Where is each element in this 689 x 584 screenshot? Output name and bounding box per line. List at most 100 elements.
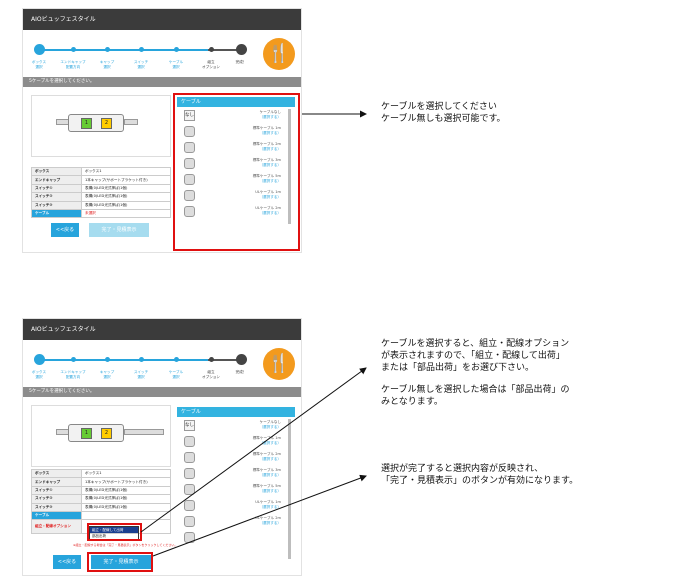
spec-key-assembly: 組立・配線オプション xyxy=(31,519,82,535)
cable-icon xyxy=(184,436,195,447)
cable-option-label: ケーブルなし（選択する） xyxy=(259,420,281,429)
app-titlebar: AIOビュッフェスタイル xyxy=(23,9,301,30)
annotation-text: みとなります。 xyxy=(381,397,443,407)
step-label-switch[interactable]: スイッチ 選択 xyxy=(133,60,149,69)
cable-option-name: 標準ケーブル 5m xyxy=(252,174,281,178)
step-label-cap[interactable]: キャップ 選択 xyxy=(99,60,115,69)
cable-option-name: 標準ケーブル 2m xyxy=(252,142,281,146)
select-link[interactable]: （選択する） xyxy=(259,488,281,493)
select-link[interactable]: （選択する） xyxy=(259,456,281,461)
assembly-note: ※組立・配線する場合は「完了・見積表示」ボタンをクリックしてください。 xyxy=(73,543,178,547)
step-label-endcap[interactable]: エンドキャップ 配置方向 xyxy=(60,60,86,69)
cable-list-scrollbar[interactable] xyxy=(288,109,291,224)
back-button[interactable]: <<戻る xyxy=(53,555,81,569)
spec-value-cable xyxy=(81,510,171,521)
no-cable-icon: なし xyxy=(184,110,195,121)
select-link[interactable]: （選択する） xyxy=(259,210,281,215)
cable-option[interactable]: 標準ケーブル 1m（選択する） xyxy=(177,123,295,139)
step-label-cap[interactable]: キャップ 選択 xyxy=(99,370,115,379)
cable-option[interactable]: 標準ケーブル 2m（選択する） xyxy=(177,449,295,465)
select-link[interactable]: （選択する） xyxy=(259,162,281,167)
progress-steps: ボックス 選択 エンドキャップ 配置方向 キャップ 選択 スイッチ 選択 ケーブ… xyxy=(23,30,301,77)
cable-option[interactable]: 標準ケーブル 5m（選択する） xyxy=(177,481,295,497)
fork-knife-logo-icon: 🍴 xyxy=(263,348,295,380)
cable-option-name: ケーブルなし xyxy=(259,420,281,424)
step-dot-cable[interactable] xyxy=(174,47,179,52)
step-dot-box[interactable] xyxy=(34,354,45,365)
cable-icon xyxy=(184,452,195,463)
step-dot-box[interactable] xyxy=(34,44,45,55)
product-preview: 1 2 xyxy=(31,95,171,157)
cable-option[interactable]: ULケーブル 1m（選択する） xyxy=(177,187,295,203)
cable-option[interactable]: ULケーブル 2m（選択する） xyxy=(177,513,295,529)
cable-option[interactable]: 標準ケーブル 5m（選択する） xyxy=(177,171,295,187)
cable-option-name: 標準ケーブル 1m xyxy=(252,436,281,440)
cable-option[interactable]: 標準ケーブル 3m（選択する） xyxy=(177,155,295,171)
app-titlebar: AIOビュッフェスタイル xyxy=(23,319,301,340)
cable-option-name: 標準ケーブル 2m xyxy=(252,452,281,456)
cable-option-name: 標準ケーブル 3m xyxy=(252,158,281,162)
annotation-2: ケーブルを選択すると、組立・配線オプション が表示されますので、「組立・配線して… xyxy=(381,338,569,408)
step-dot-endcap[interactable] xyxy=(71,357,76,362)
select-link[interactable]: （選択する） xyxy=(259,472,281,477)
step-label-cable[interactable]: ケーブル 選択 xyxy=(168,60,184,69)
assembly-option-ship-assembled[interactable]: 組立・配線して出荷 xyxy=(90,527,138,533)
step-dot-cap[interactable] xyxy=(105,47,110,52)
step-label-box[interactable]: ボックス 選択 xyxy=(31,370,47,379)
annotation-text: ケーブルを選択すると、組立・配線オプション xyxy=(381,339,570,349)
cable-panel-title: ケーブル xyxy=(177,97,295,107)
cable-icon xyxy=(184,190,195,201)
cable-option-name: ULケーブル 2m xyxy=(255,516,281,520)
step-label-switch[interactable]: スイッチ 選択 xyxy=(133,370,149,379)
progress-steps: ボックス 選択 エンドキャップ 配置方向 キャップ 選択 スイッチ 選択 ケーブ… xyxy=(23,340,301,387)
select-link[interactable]: （選択する） xyxy=(259,146,281,151)
cable-option[interactable]: なし ケーブルなし（選択する） xyxy=(177,107,295,123)
cable-attached xyxy=(124,429,164,435)
annotation-text: ケーブル無しも選択可能です。 xyxy=(381,114,506,124)
cable-option[interactable]: 標準ケーブル 3m（選択する） xyxy=(177,465,295,481)
cable-option-label: ULケーブル 1m（選択する） xyxy=(255,500,281,509)
step-dot-cable[interactable] xyxy=(174,357,179,362)
select-link[interactable]: （選択する） xyxy=(259,504,281,509)
cable-icon xyxy=(184,468,195,479)
cable-option[interactable]: なし ケーブルなし（選択する） xyxy=(177,417,295,433)
select-link[interactable]: （選択する） xyxy=(259,114,281,119)
select-link[interactable]: （選択する） xyxy=(259,520,281,525)
cable-option[interactable]: 標準ケーブル 1m（選択する） xyxy=(177,433,295,449)
select-link[interactable]: （選択する） xyxy=(259,424,281,429)
cable-list-scrollbar[interactable] xyxy=(288,419,291,559)
step-label-endcap[interactable]: エンドキャップ 配置方向 xyxy=(60,370,86,379)
finish-quote-button[interactable]: 完了・見積表示 xyxy=(91,555,151,569)
cable-option[interactable]: ULケーブル 1m（選択する） xyxy=(177,497,295,513)
cable-option-label: 標準ケーブル 2m（選択する） xyxy=(253,452,281,461)
annotation-text: ケーブル無しを選択した場合は「部品出荷」の xyxy=(381,385,570,395)
step-dot-switch[interactable] xyxy=(139,357,144,362)
cable-option-name: 標準ケーブル 1m xyxy=(252,126,281,130)
no-cable-icon: なし xyxy=(184,420,195,431)
cable-panel-title: ケーブル xyxy=(177,407,295,417)
select-link[interactable]: （選択する） xyxy=(259,178,281,183)
cable-option[interactable]: 標準ケーブル 2m（選択する） xyxy=(177,139,295,155)
cable-icon xyxy=(184,126,195,137)
step-label-cable[interactable]: ケーブル 選択 xyxy=(168,370,184,379)
progress-line-remaining xyxy=(208,49,240,51)
screen-before: AIOビュッフェスタイル ボックス 選択 エンドキャップ 配置方向 キャップ 選… xyxy=(22,8,302,253)
switch-box-image: 1 2 xyxy=(68,424,124,442)
cable-option[interactable]: ULケーブル 2m（選択する） xyxy=(177,203,295,219)
assembly-option-parts-only[interactable]: 部品出荷 xyxy=(92,534,106,538)
step-dot-switch[interactable] xyxy=(139,47,144,52)
cable-icon xyxy=(184,158,195,169)
back-button[interactable]: <<戻る xyxy=(51,223,79,237)
step-dot-endcap[interactable] xyxy=(71,47,76,52)
select-link[interactable]: （選択する） xyxy=(259,440,281,445)
cable-icon xyxy=(184,484,195,495)
cable-option-name: ケーブルなし xyxy=(259,110,281,114)
select-link[interactable]: （選択する） xyxy=(259,194,281,199)
select-link[interactable]: （選択する） xyxy=(259,130,281,135)
finish-quote-button-disabled[interactable]: 完了・見積表示 xyxy=(89,223,149,237)
step-dot-cap[interactable] xyxy=(105,357,110,362)
step-label-box[interactable]: ボックス 選択 xyxy=(31,60,47,69)
cable-option-label: ULケーブル 1m（選択する） xyxy=(255,190,281,199)
fork-knife-logo-icon: 🍴 xyxy=(263,38,295,70)
